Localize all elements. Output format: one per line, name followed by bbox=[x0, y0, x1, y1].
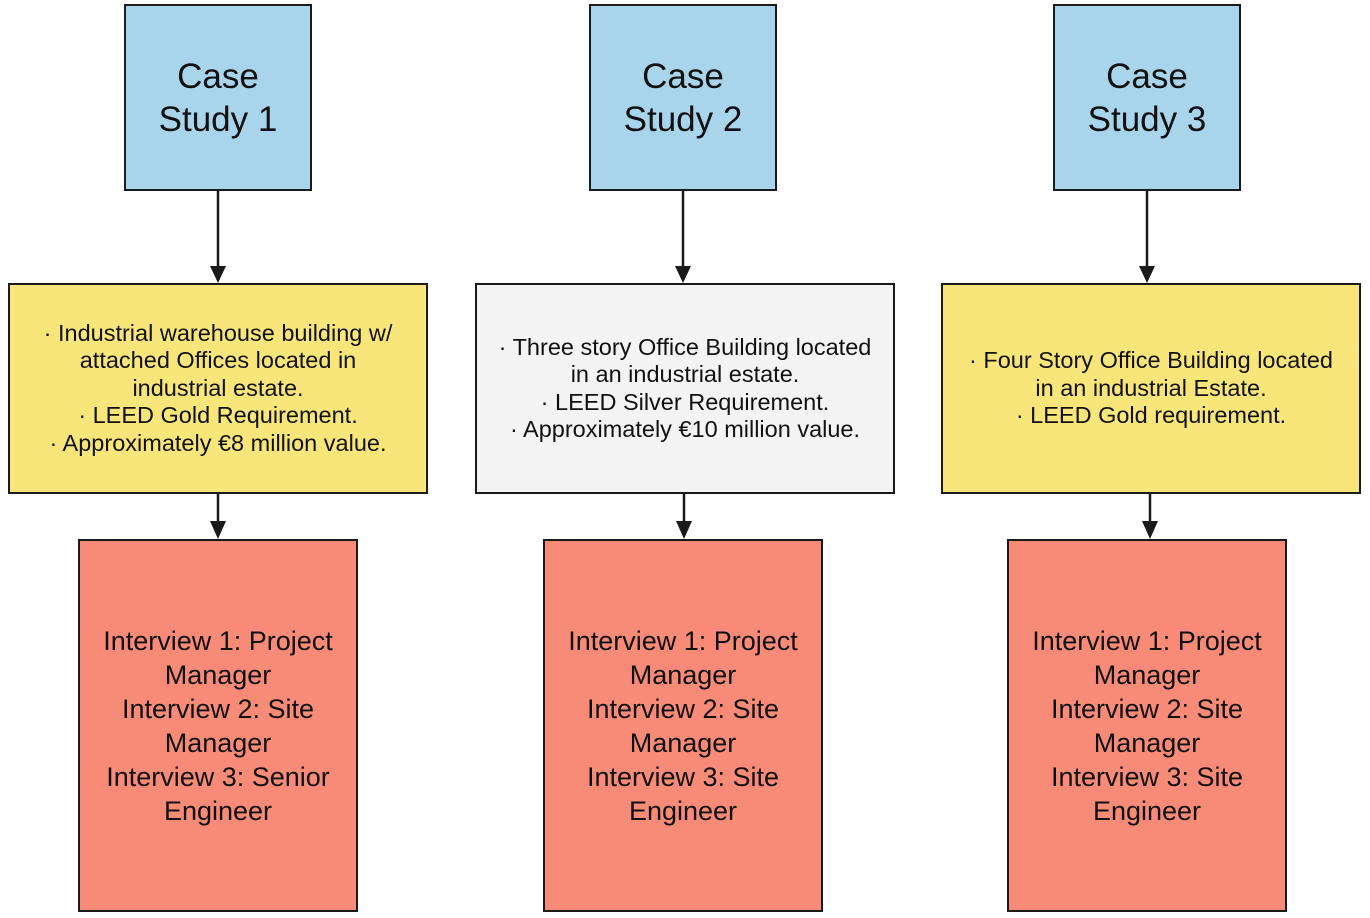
case-study-3-interview-line-6: Engineer bbox=[1092, 795, 1202, 826]
case-study-1-interview-line-6: Engineer bbox=[163, 795, 273, 826]
case-study-3-interview-line-4: Manager bbox=[1093, 727, 1201, 758]
arrow-description-2-to-interviews bbox=[676, 493, 692, 539]
arrow-description-1-to-interviews bbox=[210, 493, 226, 539]
case-study-2-description-line-1: · Three story Office Building located bbox=[498, 333, 872, 360]
case-study-1-interview-line-1: Interview 1: Project bbox=[103, 625, 333, 656]
arrow-case-1-to-description bbox=[210, 190, 226, 283]
case-study-1-box: Case Study 1 bbox=[124, 4, 312, 191]
case-study-1-interview-line-5: Interview 3: Senior bbox=[106, 761, 330, 792]
case-study-3-interview-line-3: Interview 2: Site bbox=[1050, 693, 1244, 724]
arrow-case-2-to-description bbox=[675, 190, 691, 283]
arrow-description-3-to-interviews bbox=[1142, 493, 1158, 539]
case-study-3-title-line-2: Study 3 bbox=[1087, 99, 1207, 139]
case-study-3-interview-line-5: Interview 3: Site bbox=[1050, 761, 1244, 792]
case-study-3-description-line-3: · LEED Gold requirement. bbox=[1015, 402, 1287, 429]
case-study-2-interview-line-4: Manager bbox=[629, 727, 737, 758]
case-study-2-interviews: Interview 1: Project Manager Interview 2… bbox=[543, 539, 823, 912]
case-study-2-interview-line-1: Interview 1: Project bbox=[568, 625, 798, 656]
case-study-2-title-line-2: Study 2 bbox=[623, 99, 743, 139]
case-study-1-title-line-2: Study 1 bbox=[158, 99, 278, 139]
case-study-2-description-line-4: · Approximately €10 million value. bbox=[509, 416, 861, 442]
case-study-1-description-line-4: · LEED Gold Requirement. bbox=[78, 402, 358, 429]
case-study-1-description-line-5: · Approximately €8 million value. bbox=[49, 429, 387, 456]
case-study-3-title-line-1: Case bbox=[1106, 56, 1188, 96]
case-study-1-interview-line-2: Manager bbox=[164, 659, 272, 690]
case-study-1-title-line-1: Case bbox=[177, 56, 259, 96]
case-study-1-interview-line-3: Interview 2: Site bbox=[121, 693, 315, 724]
case-study-1-description-line-3: industrial estate. bbox=[132, 374, 304, 401]
case-study-2-box: Case Study 2 bbox=[589, 4, 777, 191]
case-study-1-description-line-1: · Industrial warehouse building w/ bbox=[43, 319, 393, 346]
case-study-1-interviews: Interview 1: Project Manager Interview 2… bbox=[78, 539, 358, 912]
case-study-1-description-line-2: attached Offices located in bbox=[79, 347, 357, 374]
case-study-3-description: · Four Story Office Building located in … bbox=[941, 283, 1361, 494]
case-study-3-interviews: Interview 1: Project Manager Interview 2… bbox=[1007, 539, 1287, 912]
arrow-case-3-to-description bbox=[1139, 190, 1155, 283]
case-study-2-description-line-2: in an industrial estate. bbox=[570, 361, 800, 387]
case-study-1-description: · Industrial warehouse building w/ attac… bbox=[8, 283, 428, 494]
case-study-2-interview-line-2: Manager bbox=[629, 659, 737, 690]
case-study-1-interview-line-4: Manager bbox=[164, 727, 272, 758]
case-study-3-interview-line-2: Manager bbox=[1093, 659, 1201, 690]
case-study-3-box: Case Study 3 bbox=[1053, 4, 1241, 191]
case-study-2-interview-line-6: Engineer bbox=[628, 795, 738, 826]
case-study-2-interview-line-3: Interview 2: Site bbox=[586, 693, 780, 724]
case-study-2-description: · Three story Office Building located in… bbox=[475, 283, 895, 494]
case-study-2-interview-line-5: Interview 3: Site bbox=[586, 761, 780, 792]
case-study-2-title-line-1: Case bbox=[642, 56, 724, 96]
case-study-3-interview-line-1: Interview 1: Project bbox=[1032, 625, 1262, 656]
case-study-2-description-line-3: · LEED Silver Requirement. bbox=[540, 388, 830, 415]
case-study-3-description-line-2: in an industrial Estate. bbox=[1035, 374, 1267, 401]
case-study-3-description-line-1: · Four Story Office Building located bbox=[969, 347, 1333, 374]
